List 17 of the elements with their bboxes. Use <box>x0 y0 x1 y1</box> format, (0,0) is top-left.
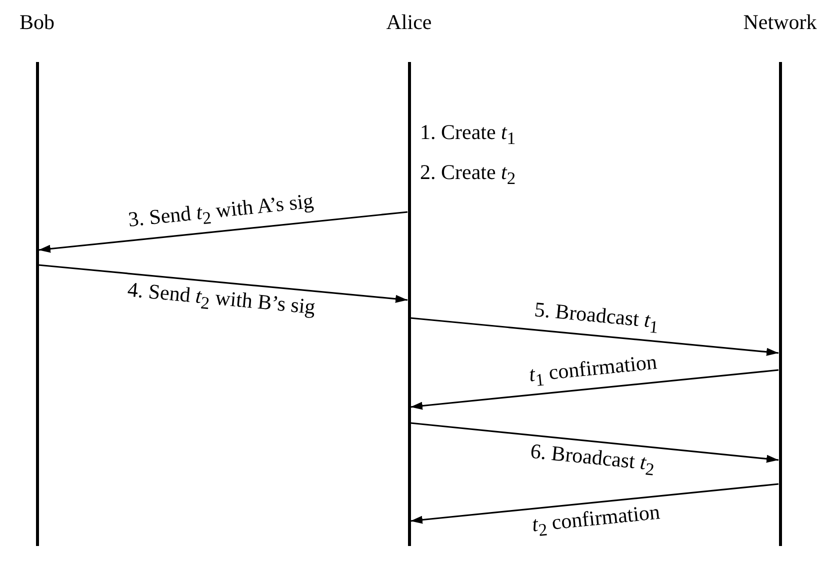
arrow <box>38 264 408 304</box>
participant-name: Network <box>743 10 817 35</box>
step-note: 1. Create t$_{1}$ <box>420 120 516 150</box>
edge-label: 4. Send t$_{2}$ with B’s sig <box>126 278 317 322</box>
arrow <box>410 483 779 524</box>
edge-label: 3. Send t$_{2}$ with A’s sig <box>127 188 316 234</box>
step-note: 2. Create t$_{2}$ <box>420 160 516 190</box>
edge-label: 5. Broadcast t$_{1}$ <box>532 296 660 338</box>
participant-name: Bob <box>20 10 54 35</box>
edge-label: 6. Broadcast t$_{2}$ <box>529 439 656 481</box>
arrow <box>38 211 408 254</box>
edge-label: t$_{2}$ confirmation <box>531 500 662 542</box>
arrow <box>410 422 779 464</box>
arrow <box>410 369 779 410</box>
participant-name: Alice <box>386 10 432 35</box>
edge-label: t$_{1}$ confirmation <box>528 349 658 392</box>
arrow <box>410 317 779 356</box>
